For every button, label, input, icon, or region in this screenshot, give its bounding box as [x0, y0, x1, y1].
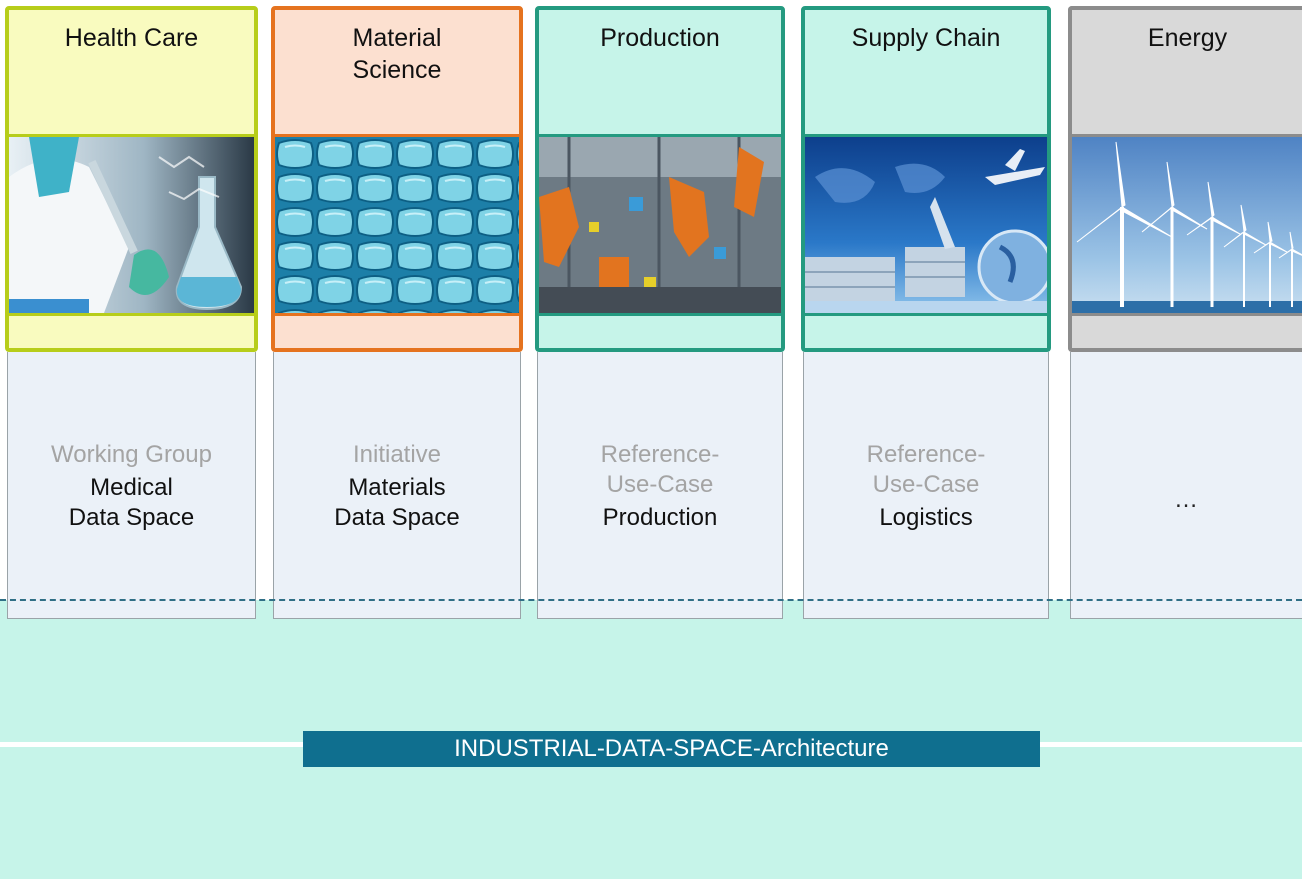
- card-divider: [805, 313, 1047, 316]
- wind-turbines-photo: [1072, 137, 1302, 313]
- card-divider: [539, 313, 781, 316]
- industrial-robots-photo: [539, 137, 781, 313]
- column-name-line1: Production: [602, 504, 718, 531]
- logistics-photo: [805, 137, 1047, 313]
- column-body-health-care: Working Group Medical Data Space: [7, 352, 256, 619]
- column-name-line1: Materials: [348, 474, 446, 501]
- cell-structure-photo: [275, 137, 519, 313]
- sector-card-production: Production: [535, 6, 785, 352]
- sector-title-line1: Material: [352, 24, 442, 52]
- card-divider: [1072, 313, 1302, 316]
- column-text: …: [1071, 440, 1302, 515]
- sector-title: Production: [600, 24, 720, 52]
- column-name-line1: Medical: [90, 474, 173, 501]
- column-text: Reference- Use-Case Logistics: [804, 440, 1048, 533]
- dashed-separator: [0, 599, 1302, 601]
- column-body-supply-chain: Reference- Use-Case Logistics: [803, 352, 1049, 619]
- card-divider: [539, 134, 781, 137]
- column-ellipsis: …: [1174, 486, 1198, 513]
- column-category-line2: Use-Case: [606, 471, 714, 498]
- column-category-line2: Use-Case: [872, 471, 980, 498]
- architecture-label: INDUSTRIAL-DATA-SPACE-Architecture: [303, 731, 1040, 767]
- column-category: Initiative: [352, 441, 442, 468]
- column-category-line1: Reference-: [600, 441, 720, 468]
- column-body-energy: …: [1070, 352, 1302, 619]
- sector-card-supply-chain: Supply Chain: [801, 6, 1051, 352]
- column-name-line2: Data Space: [334, 504, 460, 531]
- card-divider: [9, 134, 254, 137]
- sector-title: Supply Chain: [851, 24, 1001, 52]
- sector-card-energy: Energy: [1068, 6, 1302, 352]
- laboratory-photo: [9, 137, 254, 313]
- column-name-line2: Data Space: [68, 504, 195, 531]
- column-category: Working Group: [51, 441, 212, 468]
- card-divider: [9, 313, 254, 316]
- column-body-production: Reference- Use-Case Production: [537, 352, 783, 619]
- card-divider: [275, 313, 519, 316]
- card-divider: [275, 134, 519, 137]
- sector-card-material-science: Material Science: [271, 6, 523, 352]
- sector-title: Energy: [1147, 24, 1228, 52]
- column-name-line1: Logistics: [879, 504, 973, 531]
- card-divider: [1072, 134, 1302, 137]
- column-body-material-science: Initiative Materials Data Space: [273, 352, 521, 619]
- column-text: Working Group Medical Data Space: [8, 440, 255, 533]
- sector-title: Material Science: [275, 22, 519, 86]
- sector-title: Health Care: [64, 24, 199, 52]
- sector-card-health-care: Health Care: [5, 6, 258, 352]
- column-text: Reference- Use-Case Production: [538, 440, 782, 533]
- column-category-line1: Reference-: [866, 441, 986, 468]
- card-divider: [805, 134, 1047, 137]
- sector-title-line2: Science: [352, 56, 442, 84]
- column-text: Initiative Materials Data Space: [274, 440, 520, 533]
